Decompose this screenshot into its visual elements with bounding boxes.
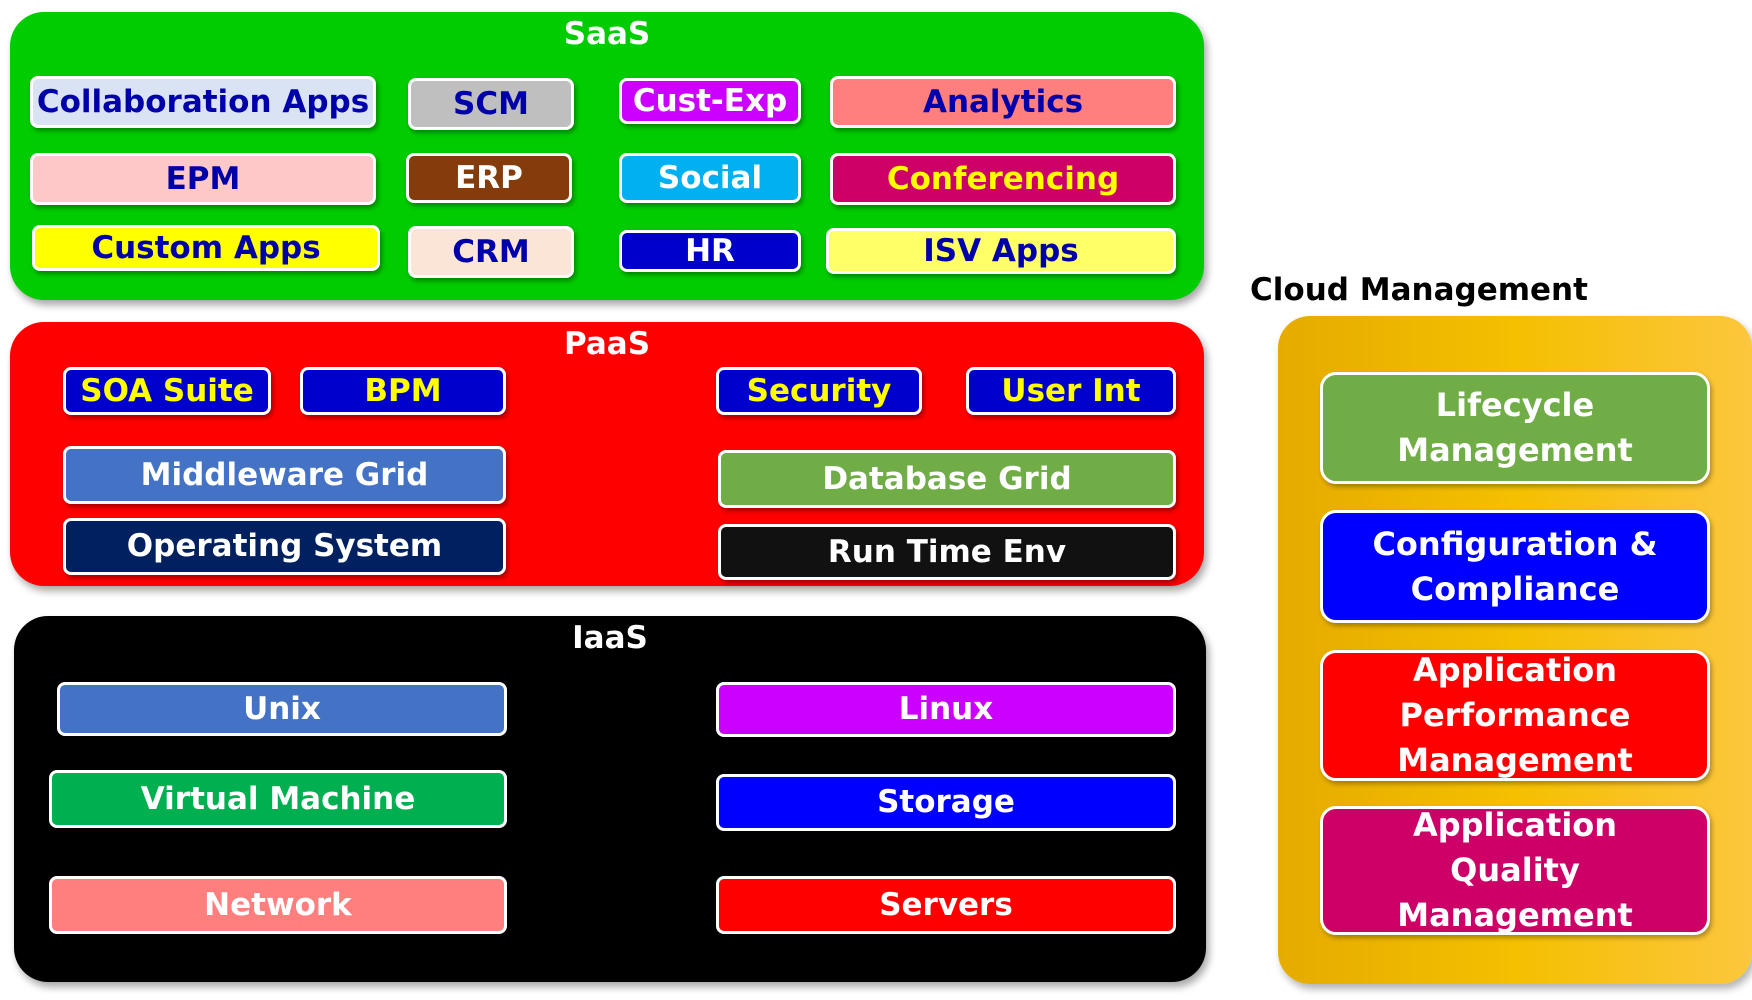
middleware-grid-box: Middleware Grid <box>63 446 506 504</box>
database-grid-box: Database Grid <box>718 450 1176 508</box>
virtual-machine-box: Virtual Machine <box>49 770 507 828</box>
scm-box: SCM <box>408 78 574 130</box>
saas-title: SaaS <box>563 16 651 52</box>
paas-title: PaaS <box>563 326 651 362</box>
collaboration-apps-box: Collaboration Apps <box>30 76 376 128</box>
storage-box: Storage <box>716 774 1176 831</box>
operating-system-box: Operating System <box>63 518 506 575</box>
cloud-management-title: Cloud Management <box>1250 272 1588 308</box>
crm-box: CRM <box>408 226 574 278</box>
security-box: Security <box>716 367 922 415</box>
bpm-box: BPM <box>300 367 506 415</box>
unix-box: Unix <box>57 682 507 736</box>
application-performance-management-box: Application Performance Management <box>1320 650 1710 781</box>
custom-apps-box: Custom Apps <box>32 225 380 271</box>
conferencing-box: Conferencing <box>830 153 1176 205</box>
isv-apps-box: ISV Apps <box>826 228 1176 274</box>
application-quality-management-box: Application Quality Management <box>1320 806 1710 935</box>
run-time-env-box: Run Time Env <box>718 524 1176 580</box>
linux-box: Linux <box>716 682 1176 737</box>
soa-suite-box: SOA Suite <box>63 367 271 415</box>
configuration-compliance-box: Configuration & Compliance <box>1320 510 1710 623</box>
social-box: Social <box>619 153 801 203</box>
analytics-box: Analytics <box>830 76 1176 128</box>
hr-box: HR <box>619 230 801 272</box>
cust-exp-box: Cust-Exp <box>619 78 801 124</box>
servers-box: Servers <box>716 876 1176 934</box>
iaas-title: IaaS <box>572 620 648 656</box>
erp-box: ERP <box>406 153 572 203</box>
lifecycle-management-box: Lifecycle Management <box>1320 372 1710 484</box>
network-box: Network <box>49 876 507 934</box>
epm-box: EPM <box>30 153 376 205</box>
user-int-box: User Int <box>966 367 1176 415</box>
